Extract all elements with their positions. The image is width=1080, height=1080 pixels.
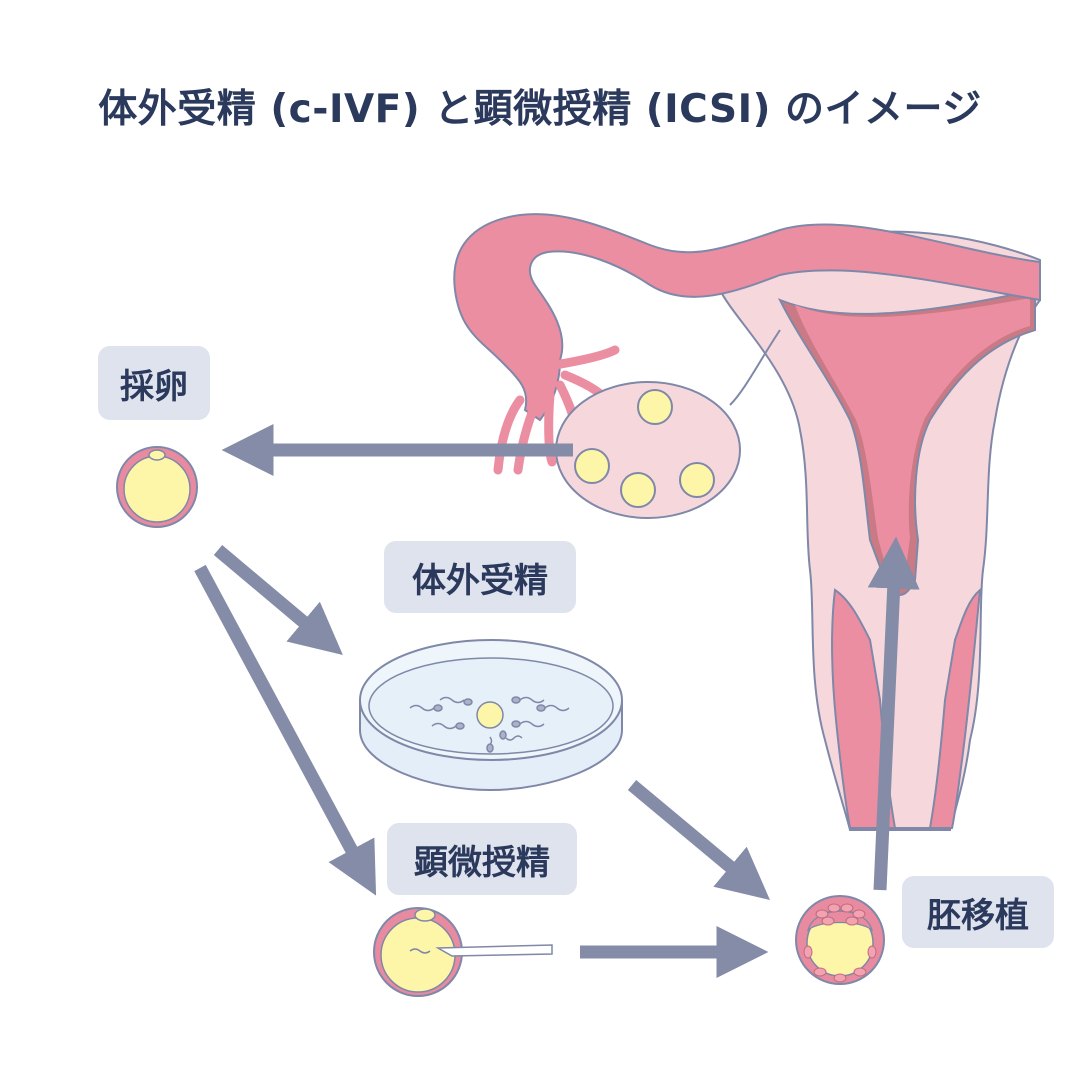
arrow-egg-to-ivf bbox=[213, 545, 343, 656]
label-icsi: 顕微授精 bbox=[387, 823, 577, 895]
uterus-illustration bbox=[453, 213, 1041, 831]
follicle bbox=[574, 448, 610, 484]
arrow-embryo-to-uterus bbox=[867, 536, 920, 891]
label-egg-retrieval: 採卵 bbox=[98, 346, 210, 420]
injected-sperm bbox=[409, 948, 431, 954]
process-arrows bbox=[194, 424, 920, 978]
arrow-egg-to-icsi bbox=[194, 564, 377, 896]
petri-dish bbox=[359, 639, 623, 792]
label-embryo-transfer: 胚移植 bbox=[902, 876, 1054, 948]
icsi-egg bbox=[373, 907, 553, 997]
embryo bbox=[795, 895, 885, 985]
retrieved-egg bbox=[116, 446, 198, 528]
follicle bbox=[620, 472, 656, 508]
arrow-ivf-to-embryo bbox=[627, 780, 770, 900]
follicle bbox=[679, 462, 715, 498]
page-title: 体外受精 (c-IVF) と顕微授精 (ICSI) のイメージ bbox=[98, 87, 982, 132]
label-ivf: 体外受精 bbox=[384, 541, 576, 613]
micropipette bbox=[435, 944, 553, 957]
follicle bbox=[637, 389, 673, 425]
ovarian-ligament bbox=[729, 329, 781, 406]
sperm-group bbox=[409, 696, 570, 753]
fallopian-tube bbox=[453, 213, 1041, 422]
egg-in-dish bbox=[476, 701, 504, 729]
uterine-lining bbox=[795, 298, 1030, 585]
